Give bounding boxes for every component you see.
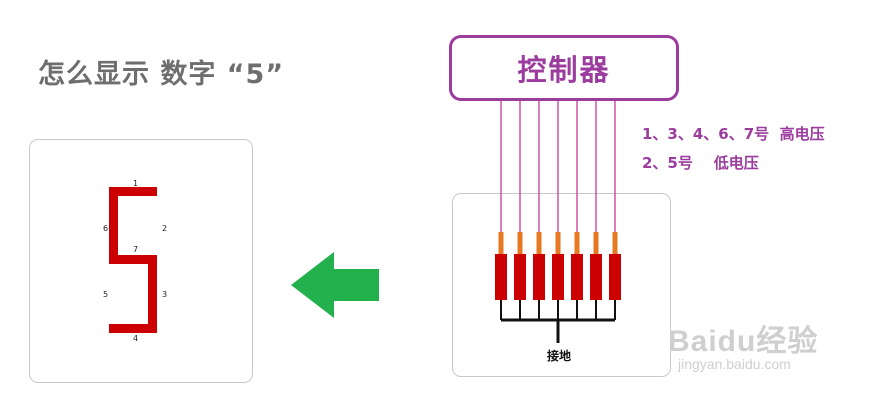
segment-number-7: 7 (133, 245, 138, 254)
ground-label: 接地 (547, 348, 571, 363)
connector-2 (517, 232, 523, 254)
connector-7 (612, 232, 618, 254)
segment-4 (109, 324, 157, 333)
connector-3 (536, 232, 542, 254)
segment-1 (109, 187, 157, 196)
controller-box: 控制器 (449, 35, 679, 101)
segment-number-6: 6 (103, 224, 108, 233)
resistor-2 (514, 254, 526, 300)
ground-bus (501, 318, 615, 343)
digit-5-shape (109, 187, 157, 333)
segment-numbers: 1 2 3 4 5 6 7 (103, 179, 167, 343)
connector-1 (498, 232, 504, 254)
segment-number-1: 1 (133, 179, 138, 188)
page-title: 怎么显示 数字 “5” (38, 59, 285, 90)
segment-number-4: 4 (133, 334, 138, 343)
resistor-3 (533, 254, 545, 300)
baidu-watermark: Baidu经验 jingyan.baidu.com (668, 316, 819, 372)
segment-7 (109, 255, 157, 264)
watermark-brand: Baidu经验 (668, 325, 819, 358)
segment-number-2: 2 (162, 224, 167, 233)
segment-number-3: 3 (162, 290, 167, 299)
watermark-url: jingyan.baidu.com (678, 356, 791, 372)
segment-3 (148, 255, 157, 333)
connector-5 (574, 232, 580, 254)
resistor-5 (571, 254, 583, 300)
controller-label: 控制器 (517, 53, 611, 87)
resistor-1 (495, 254, 507, 300)
pin-group (495, 101, 621, 320)
low-voltage-note: 2、5号 低电压 (642, 154, 759, 172)
connector-4 (555, 232, 561, 254)
high-voltage-note: 1、3、4、6、7号 高电压 (642, 125, 825, 143)
resistor-4 (552, 254, 564, 300)
segment-6 (109, 187, 118, 259)
left-arrow-icon (291, 252, 379, 318)
resistor-7 (609, 254, 621, 300)
resistor-6 (590, 254, 602, 300)
segment-number-5: 5 (103, 290, 108, 299)
connector-6 (593, 232, 599, 254)
